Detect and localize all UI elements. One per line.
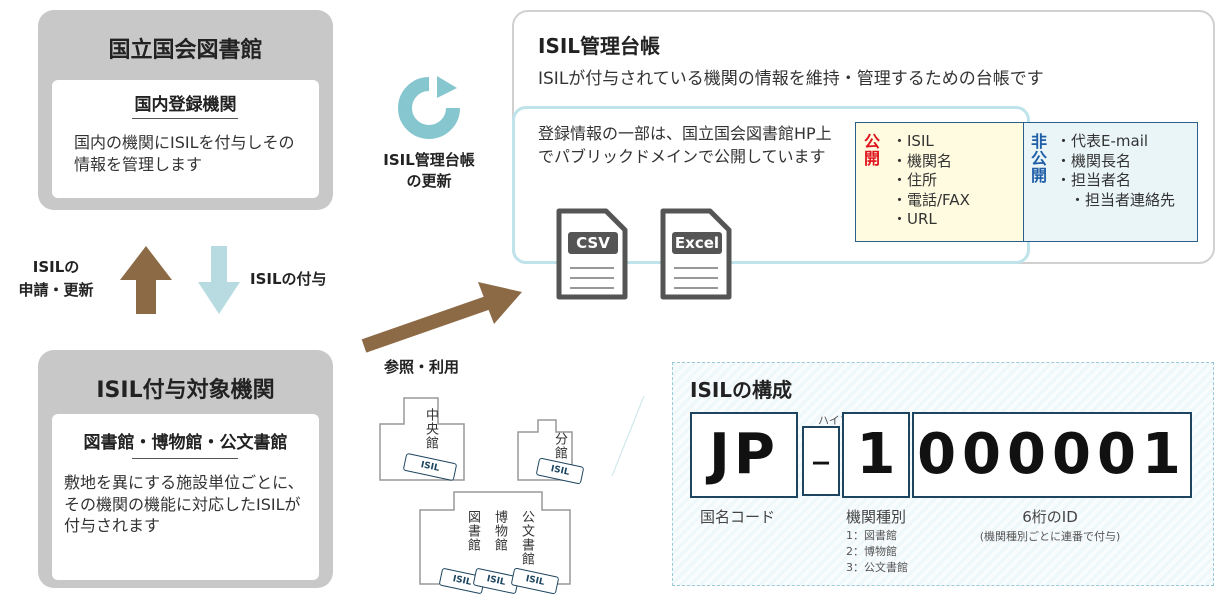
- hyphen-box: –: [802, 426, 840, 496]
- ndl-card-subtitle: 国内登録機関: [134, 95, 237, 115]
- csv-label: CSV: [568, 232, 618, 254]
- central-building-icon: [379, 397, 465, 481]
- ledger-update-label: ISIL管理台帳 の更新: [383, 151, 475, 190]
- id-note: (機関種別ごとに連番で付与): [979, 530, 1121, 543]
- complex-building-icon: [419, 491, 571, 585]
- type-options: 1：図書館 2：博物館 3：公文書館: [846, 528, 908, 576]
- nonpublic-item: ・代表E-mail: [1056, 132, 1149, 150]
- type-digit-box: 1: [842, 412, 910, 498]
- central-building-label: 中央館: [423, 408, 438, 450]
- ledger-public-note: 登録情報の一部は、国立国会図書館HP上でパブリックドメインで公開しています: [538, 124, 832, 167]
- ledger-description: ISILが付与されている機関の情報を維持・管理するための台帳です: [538, 69, 1044, 89]
- type-option: 1：図書館: [846, 529, 897, 542]
- building-shapes: [379, 395, 645, 585]
- public-item: ・電話/FAX: [892, 190, 970, 209]
- country-code-box: JP: [690, 412, 798, 498]
- country-code-label: 国名コード: [700, 508, 776, 526]
- reference-label: 参照・利用: [384, 358, 460, 376]
- reference-arrow-icon: [361, 282, 522, 353]
- nonpublic-items: ・代表E-mail ・機関長名 ・担当者名 ・担当者連絡先: [1056, 132, 1175, 210]
- excel-file-icon[interactable]: [660, 208, 732, 300]
- id-digits-box: 000001: [912, 412, 1192, 498]
- museum-building-label: 博物館: [492, 510, 507, 552]
- divider: [132, 458, 238, 459]
- nonpublic-fields-box: [1023, 122, 1198, 242]
- type-option: 2：博物館: [846, 544, 897, 558]
- public-item: ・ISIL: [892, 132, 934, 150]
- public-items: ・ISIL ・機関名 ・住所 ・電話/FAX ・URL: [892, 132, 970, 230]
- branch-building-label: 分館: [552, 432, 567, 460]
- ledger-title: ISIL管理台帳: [538, 34, 661, 58]
- ndl-card-title: 国立国会図書館: [108, 38, 263, 63]
- nonpublic-label: 非公開: [1030, 132, 1047, 185]
- divider: [132, 118, 238, 119]
- public-item: ・機関名: [892, 151, 953, 170]
- id-label: 6桁のID: [1022, 508, 1078, 526]
- nonpublic-item: ・担当者名: [1056, 171, 1132, 189]
- public-label: 公開: [863, 132, 880, 168]
- refresh-cycle-icon: [398, 76, 460, 139]
- down-arrow-icon: [198, 246, 240, 314]
- public-item: ・URL: [892, 210, 937, 228]
- ndl-card-inner: 国内登録機関 国内の機関にISILを付与しその情報を管理します: [52, 80, 319, 198]
- isil-structure-title: ISILの構成: [690, 378, 793, 402]
- target-card-subtitle: 図書館・博物館・公文書館: [83, 433, 288, 453]
- target-card-body: 敷地を異にする施設単位ごとに、その機関の機能に対応したISILが付与されます: [64, 473, 304, 536]
- target-card: ISIL付与対象機関 図書館・博物館・公文書館 敷地を異にする施設単位ごとに、そ…: [38, 350, 333, 588]
- target-card-inner: 図書館・博物館・公文書館 敷地を異にする施設単位ごとに、その機関の機能に対応した…: [52, 414, 319, 580]
- public-item: ・住所: [892, 171, 938, 189]
- up-arrow-icon: [120, 246, 172, 314]
- csv-file-icon[interactable]: [556, 208, 628, 300]
- type-label: 機関種別: [846, 508, 907, 526]
- apply-update-label: ISILの 申請・更新: [18, 258, 94, 299]
- ndl-card: 国立国会図書館 国内登録機関 国内の機関にISILを付与しその情報を管理します: [38, 10, 333, 210]
- type-option: 3：公文書館: [846, 560, 908, 574]
- public-fields-box: [855, 122, 1025, 242]
- library-building-label: 図書館: [465, 510, 480, 552]
- nonpublic-item: ・機関長名: [1056, 151, 1132, 170]
- archives-building-label: 公文書館: [519, 510, 534, 566]
- assign-label: ISILの付与: [250, 270, 327, 288]
- excel-label: Excel: [672, 232, 722, 254]
- target-card-title: ISIL付与対象機関: [96, 378, 275, 403]
- nonpublic-item: ・担当者連絡先: [1070, 190, 1176, 209]
- ndl-card-body: 国内の機関にISILを付与しその情報を管理します: [74, 133, 295, 174]
